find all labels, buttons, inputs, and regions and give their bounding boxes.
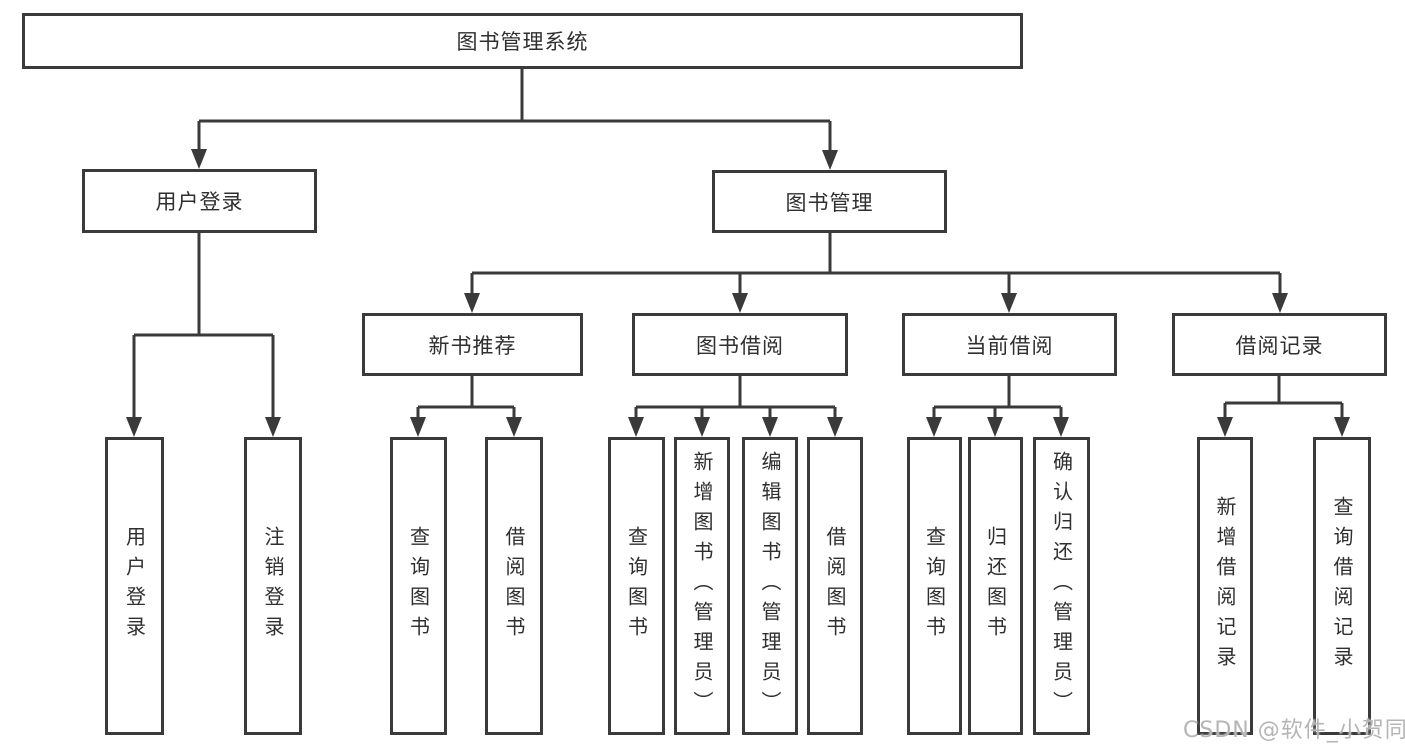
leaf-borrow-book-2: 借阅图书: [807, 437, 863, 735]
leaf-label: 注销登录: [261, 526, 285, 646]
leaf-label: 查询图书: [922, 526, 947, 646]
node-current-borrow: 当前借阅: [902, 313, 1117, 376]
leaf-return-book: 归还图书: [968, 437, 1023, 735]
node-book-management: 图书管理: [712, 170, 947, 233]
leaf-label: 查询借阅记录: [1330, 496, 1354, 676]
csdn-watermark: CSDN @软件_小贺同学: [1183, 718, 1405, 743]
leaf-label: 归还图书: [983, 526, 1008, 646]
leaf-label: 借阅图书: [823, 526, 847, 646]
leaf-query-book-1: 查询图书: [390, 437, 447, 735]
node-user-login-label: 用户登录: [155, 190, 244, 214]
leaf-label: 新增图书（管理员）: [690, 451, 714, 721]
leaf-edit-book-admin: 编辑图书（管理员）: [742, 437, 798, 735]
leaf-label: 确认归还（管理员）: [1049, 451, 1074, 721]
node-user-login: 用户登录: [82, 169, 317, 233]
node-book-borrow-label: 图书借阅: [696, 333, 784, 358]
leaf-query-book-3: 查询图书: [907, 437, 962, 735]
leaf-label: 编辑图书（管理员）: [758, 451, 782, 721]
node-new-book-recommend: 新书推荐: [362, 313, 583, 376]
node-book-management-label: 图书管理: [785, 190, 874, 215]
node-root-label: 图书管理系统: [456, 30, 589, 54]
leaf-logout: 注销登录: [244, 437, 302, 735]
node-borrow-records-label: 借阅记录: [1235, 333, 1324, 358]
leaf-query-borrow-record: 查询借阅记录: [1313, 437, 1371, 735]
leaf-label: 借阅图书: [502, 526, 526, 646]
leaf-label: 查询图书: [624, 526, 649, 646]
leaf-label: 新增借阅记录: [1213, 496, 1237, 676]
node-new-book-recommend-label: 新书推荐: [428, 333, 517, 358]
node-borrow-records: 借阅记录: [1172, 313, 1387, 376]
arrowheads: [126, 149, 1350, 437]
leaf-add-borrow-record: 新增借阅记录: [1197, 437, 1253, 735]
leaf-label: 查询图书: [406, 526, 431, 646]
node-current-borrow-label: 当前借阅: [965, 333, 1054, 358]
node-book-borrow: 图书借阅: [632, 313, 848, 376]
leaf-add-book-admin: 新增图书（管理员）: [674, 437, 730, 735]
leaf-borrow-book-1: 借阅图书: [485, 437, 543, 735]
leaf-label: 用户登录: [122, 526, 147, 646]
node-root: 图书管理系统: [22, 13, 1023, 69]
leaf-query-book-2: 查询图书: [608, 437, 665, 735]
leaf-confirm-return-admin: 确认归还（管理员）: [1033, 437, 1090, 735]
leaf-user-login: 用户登录: [105, 437, 164, 735]
